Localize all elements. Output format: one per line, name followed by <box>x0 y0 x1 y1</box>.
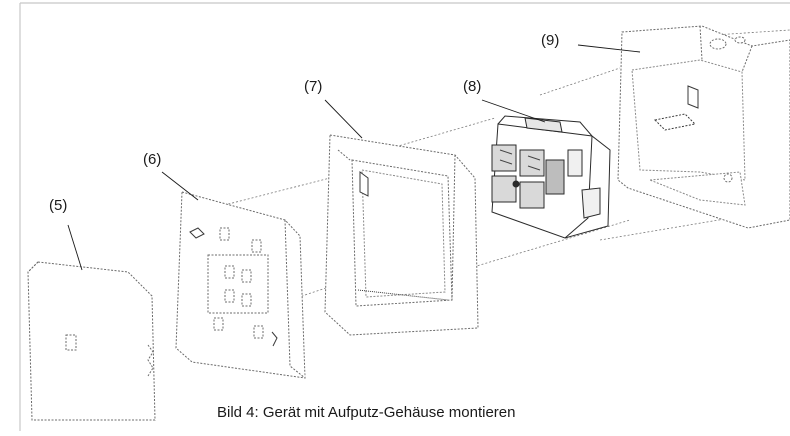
part-5-cover-plate <box>27 261 156 421</box>
part-6-rocker-insert <box>175 191 306 379</box>
part-9-surface-housing <box>617 25 790 229</box>
callout-leader-lines <box>67 44 641 271</box>
callout-7: (7) <box>304 78 323 95</box>
part-7-frame <box>324 134 479 336</box>
callout-9: (9) <box>541 32 560 49</box>
callout-6: (6) <box>143 151 162 168</box>
callout-8: (8) <box>463 78 482 95</box>
callout-5: (5) <box>49 197 68 214</box>
figure-frame <box>19 2 790 431</box>
part-8-insert-block <box>491 115 611 239</box>
figure-caption: Bild 4: Gerät mit Aufputz-Gehäuse montie… <box>217 404 516 421</box>
